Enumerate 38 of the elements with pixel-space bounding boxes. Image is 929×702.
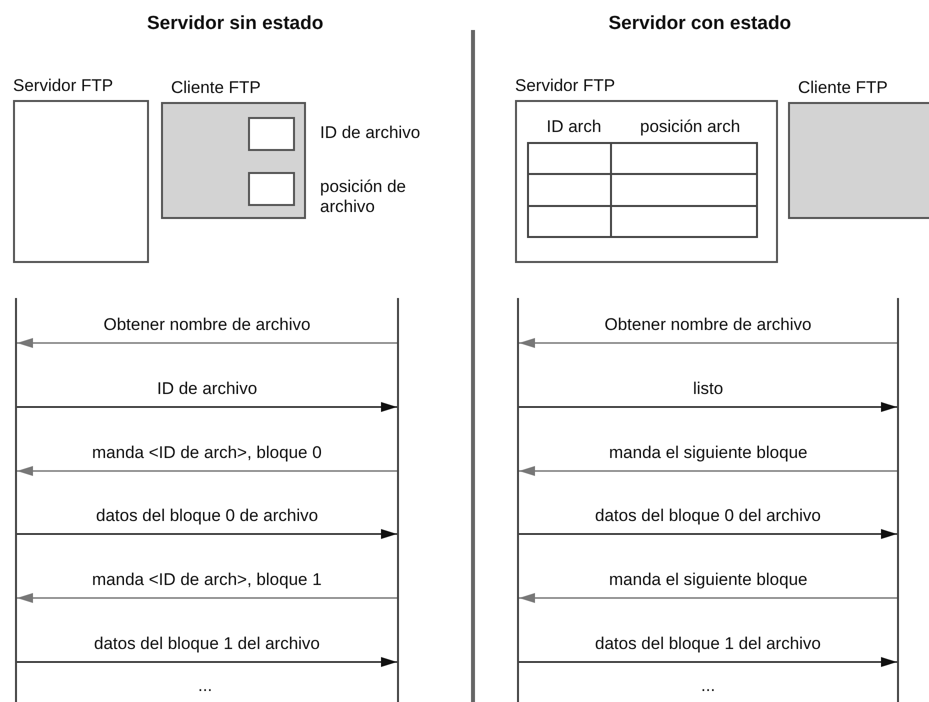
message-arrow <box>17 529 397 539</box>
message-arrow <box>17 402 397 412</box>
message-arrow <box>519 402 897 412</box>
panel-title: Servidor con estado <box>608 14 792 34</box>
node-heading: Servidor FTP <box>13 76 114 96</box>
column-header: ID arch <box>546 117 602 137</box>
ellipsis: ... <box>198 676 212 696</box>
message-label: manda el siguiente bloque <box>607 570 810 590</box>
message-arrow <box>17 466 397 476</box>
message-arrow <box>17 657 397 667</box>
lifeline <box>517 298 519 702</box>
message-arrow <box>17 593 397 603</box>
field-label: posición de archivo <box>320 177 408 217</box>
message-label: datos del bloque 0 del archivo <box>593 506 823 526</box>
lifeline <box>397 298 399 702</box>
message-arrow <box>519 593 897 603</box>
ellipsis: ... <box>701 676 716 696</box>
message-arrow <box>519 657 897 667</box>
lifeline <box>897 298 899 702</box>
message-arrow <box>519 466 897 476</box>
message-label: manda el siguiente bloque <box>607 443 810 463</box>
message-label: manda <ID de arch>, bloque 1 <box>90 570 324 590</box>
message-arrow <box>17 338 397 348</box>
column-header: posición arch <box>640 117 740 137</box>
message-label: datos del bloque 0 de archivo <box>94 506 320 526</box>
message-arrow <box>519 529 897 539</box>
message-label: datos del bloque 1 del archivo <box>92 634 322 654</box>
panel-title: Servidor sin estado <box>147 14 324 34</box>
value-slot <box>248 172 295 206</box>
node-heading: Cliente FTP <box>798 78 888 98</box>
node-heading: Cliente FTP <box>171 78 261 98</box>
node-heading: Servidor FTP <box>515 76 616 96</box>
value-slot <box>248 117 295 151</box>
lifeline <box>15 298 17 702</box>
message-label: manda <ID de arch>, bloque 0 <box>90 443 324 463</box>
field-label: ID de archivo <box>320 123 420 143</box>
message-arrow <box>519 338 897 348</box>
message-label: datos del bloque 1 del archivo <box>593 634 823 654</box>
